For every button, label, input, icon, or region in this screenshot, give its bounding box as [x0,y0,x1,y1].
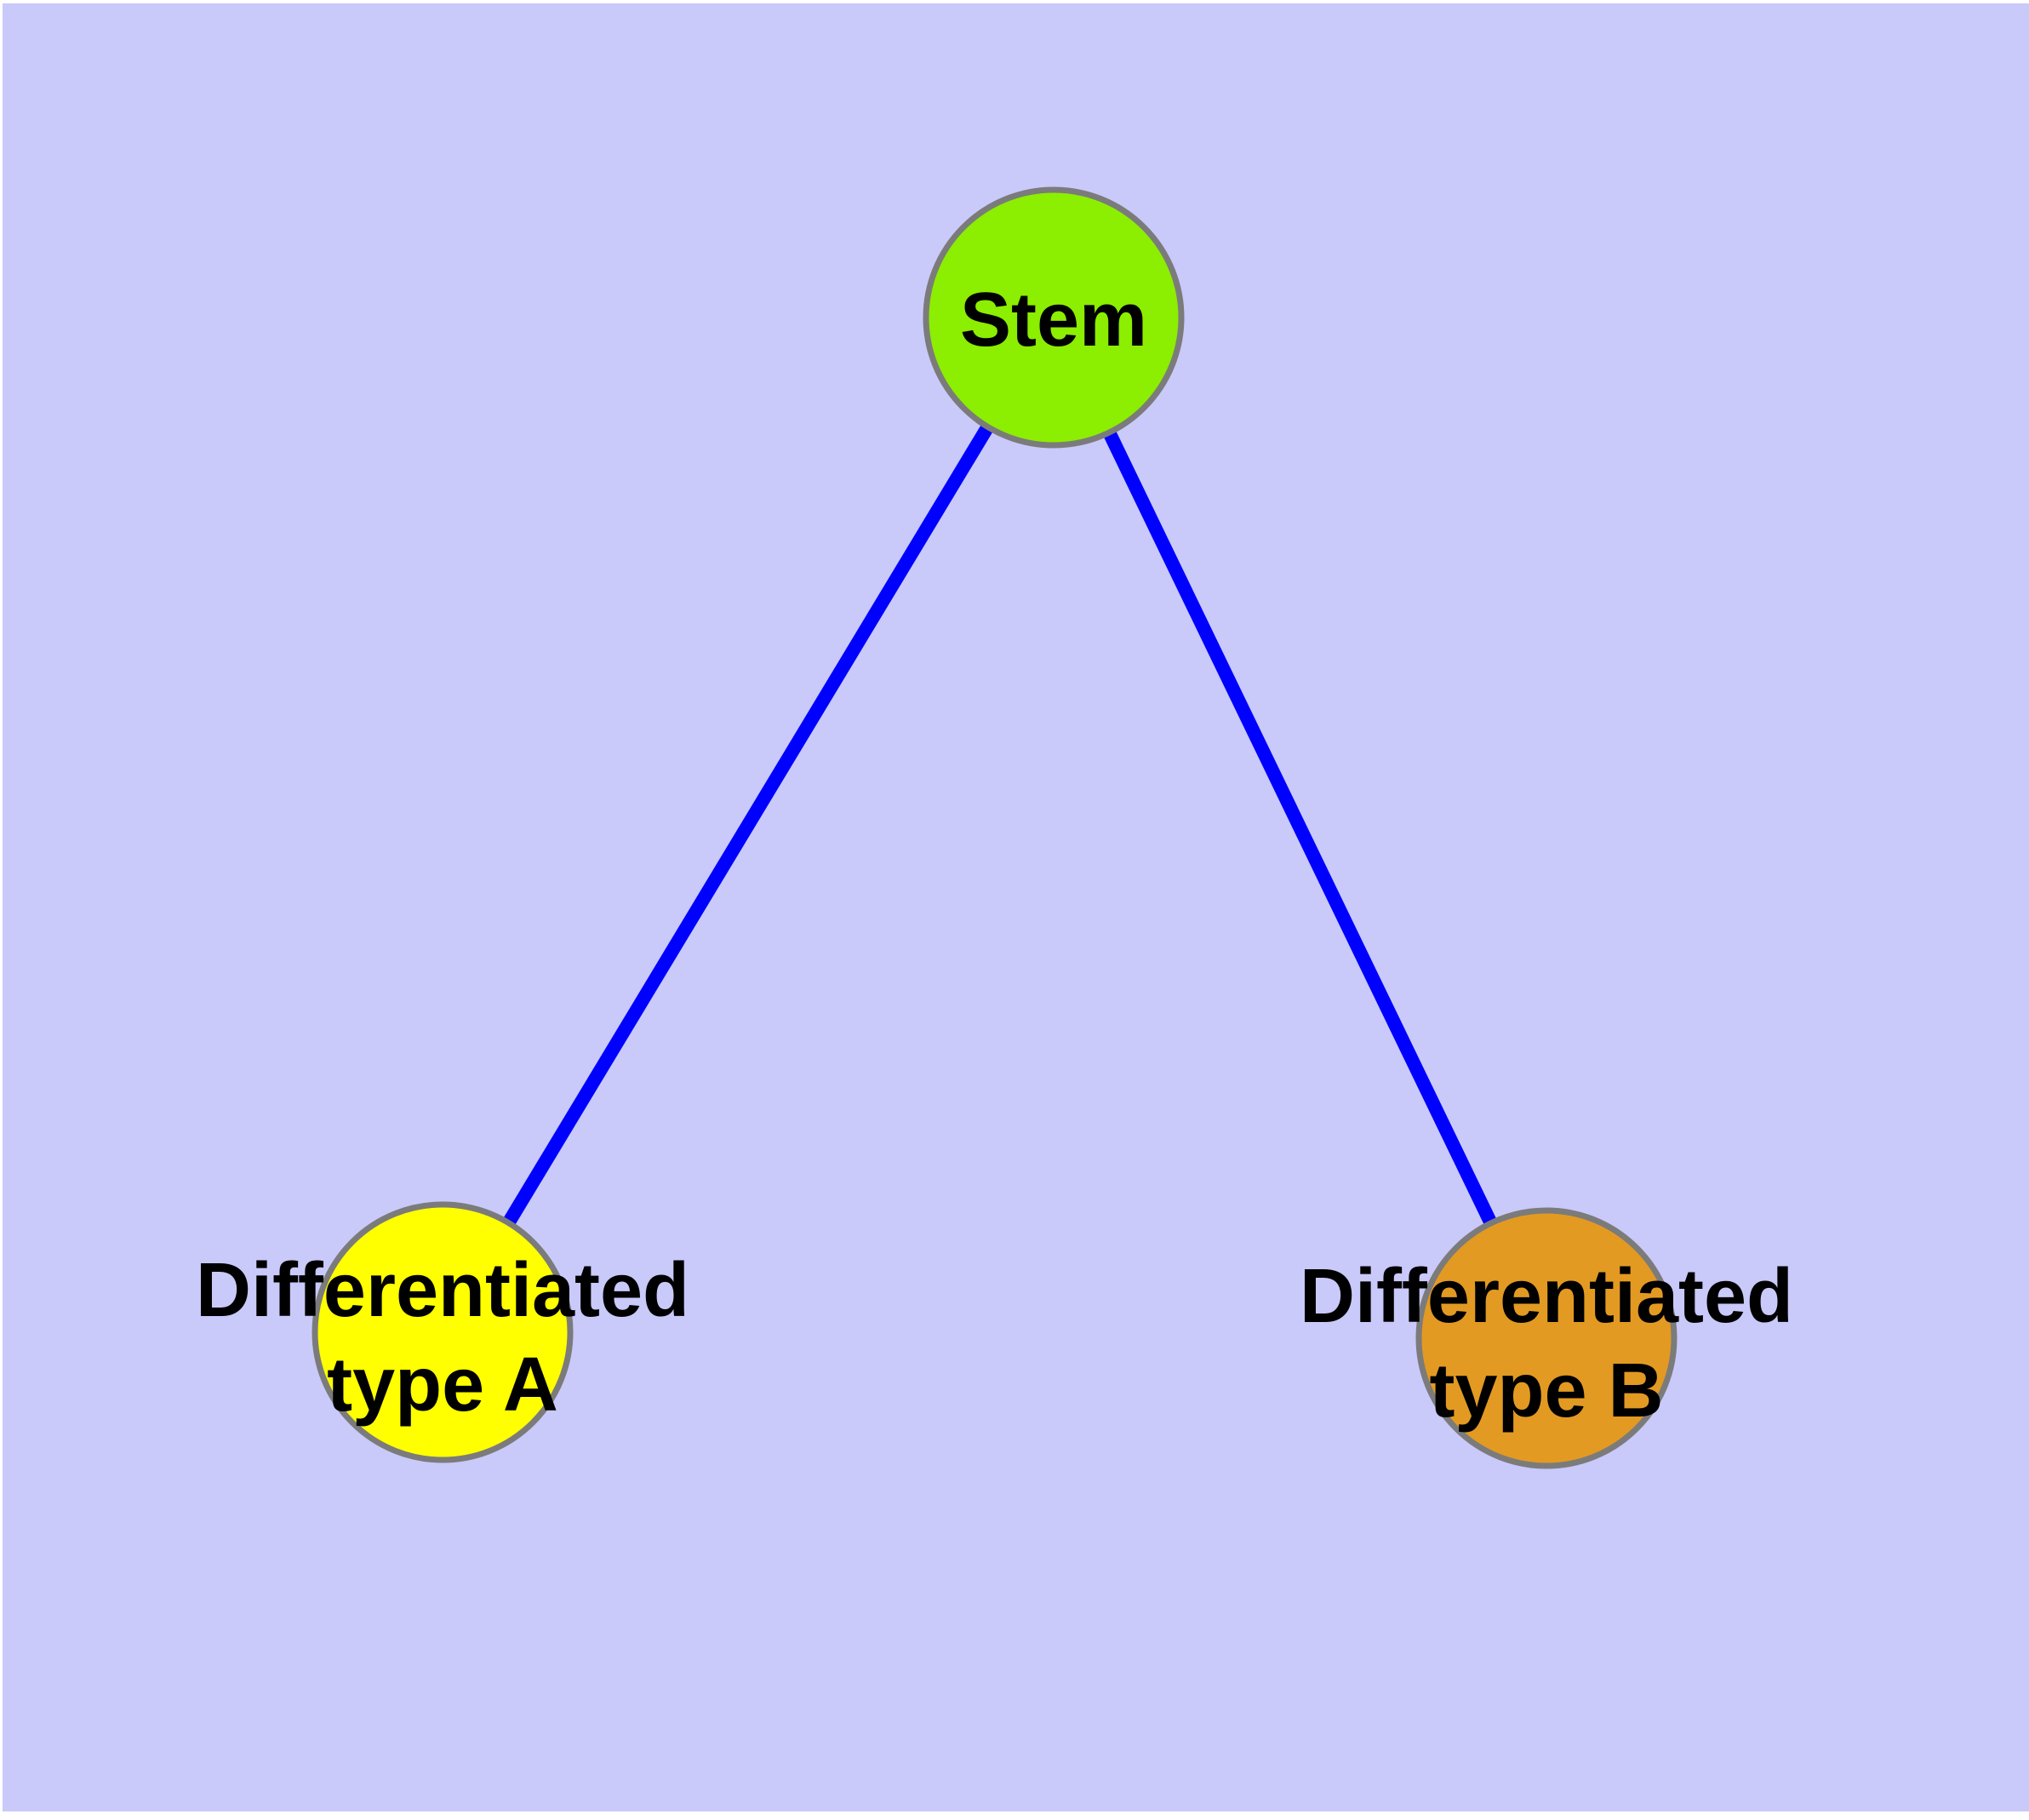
node-stem [923,186,1185,449]
node-type-b-label-line2: type B [1429,1348,1663,1434]
node-differentiated-type-b [1415,1207,1677,1469]
node-differentiated-type-a [311,1201,574,1463]
node-stem-label: Stem [960,278,1147,363]
edge-stem-to-typeA [437,313,1060,1336]
node-type-b-label-line1: Differentiated [1300,1254,1793,1339]
edge-stem-to-typeB [1047,314,1553,1342]
node-type-a-label-line1: Differentiated [196,1248,689,1333]
node-type-a-label-line2: type A [327,1342,558,1428]
